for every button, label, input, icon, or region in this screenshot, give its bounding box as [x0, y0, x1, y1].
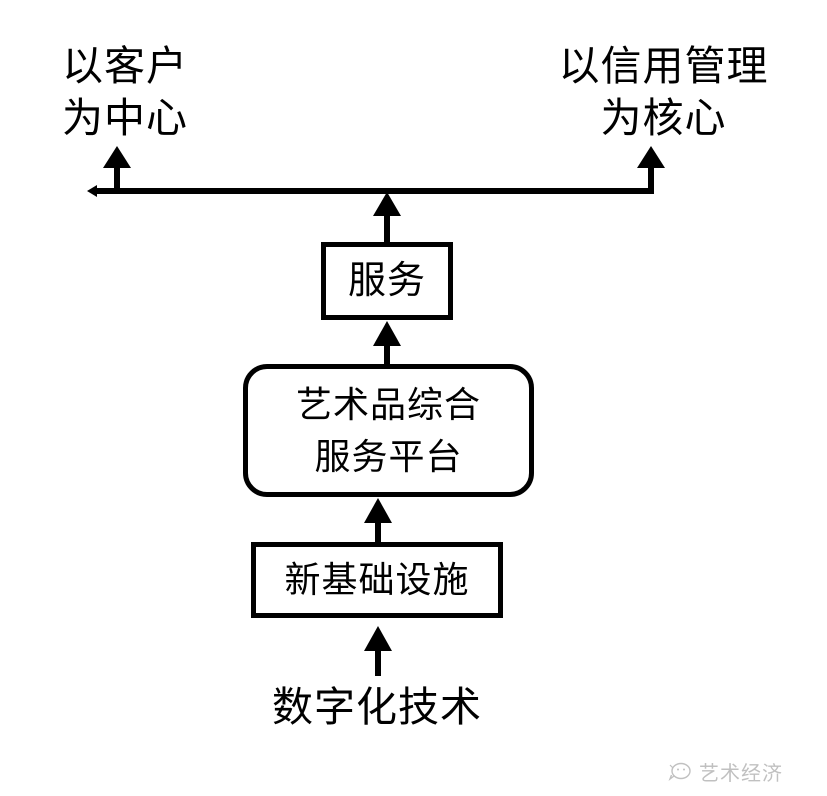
goal-label-customer-centric: 以客户 为中心	[62, 43, 188, 141]
node-service: 服务	[321, 242, 453, 320]
watermark: 艺术经济	[666, 757, 783, 786]
node-new-infrastructure: 新基础设施	[251, 542, 503, 618]
node-art-comprehensive-service-platform: 艺术品综合 服务平台	[243, 364, 534, 497]
goal-label-credit-management-core: 以信用管理 为核心	[558, 43, 769, 141]
watermark-text: 艺术经济	[699, 763, 783, 785]
base-label-digital-technology: 数字化技术	[272, 684, 482, 730]
chat-bubble-icon	[668, 762, 691, 781]
